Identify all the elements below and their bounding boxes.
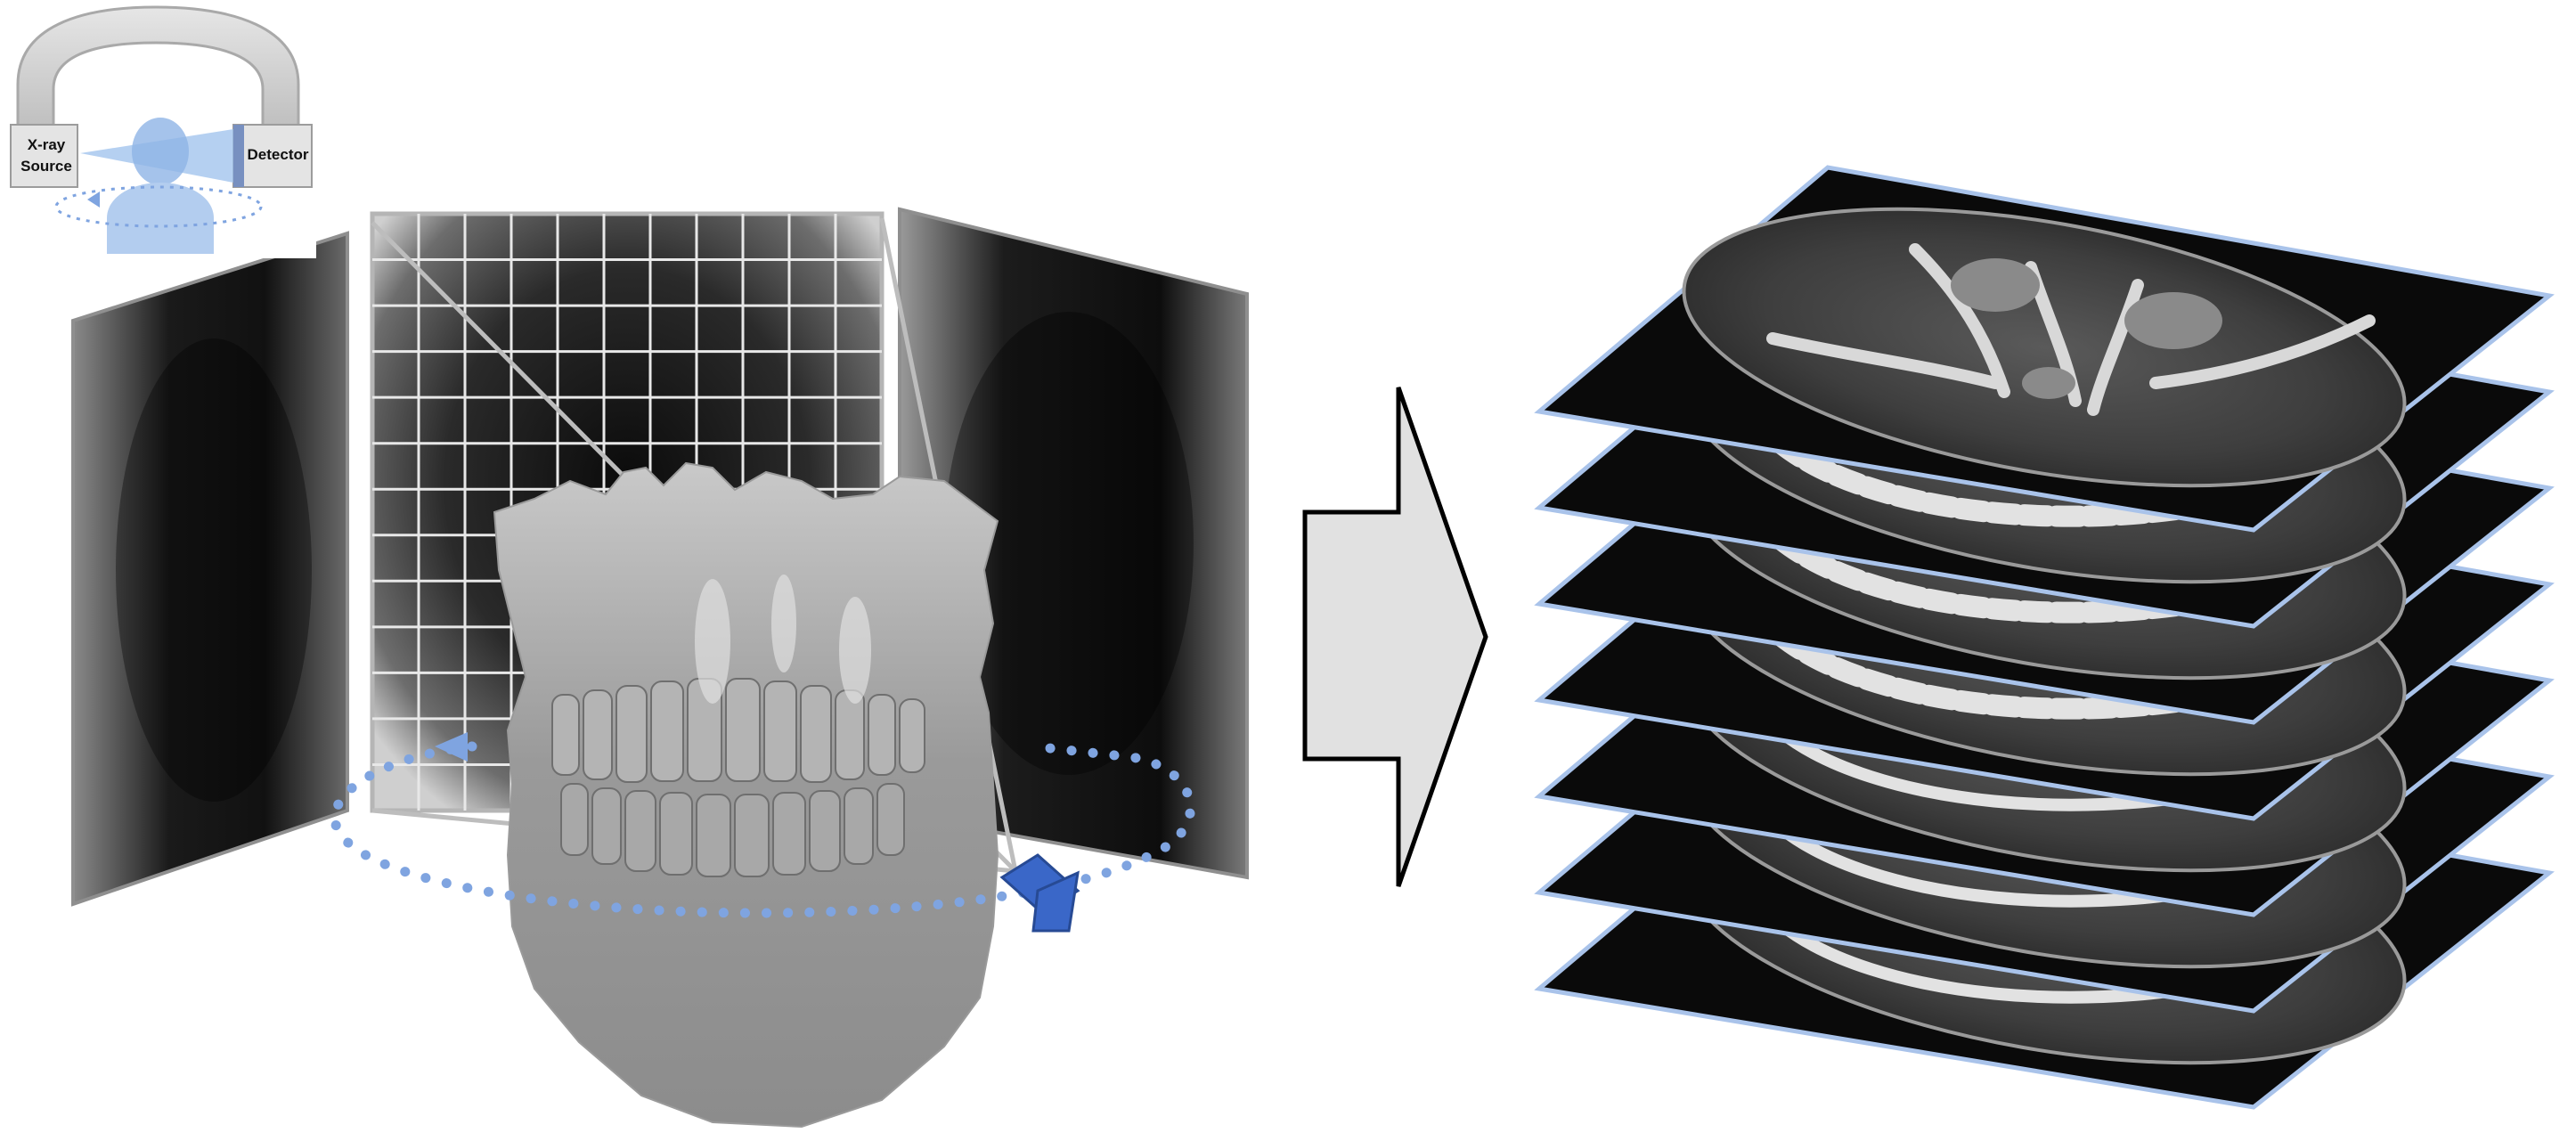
inset-rotation-path [54,185,263,228]
axial-slice [1534,165,2555,533]
slice-cross-section [1682,207,2407,488]
sinus-cavity [2124,292,2222,349]
xray-source-block [10,124,78,188]
jaw-highlights [695,575,871,704]
sinus-cavity [1951,258,2040,312]
jaw-volume-render [493,461,999,1129]
patient-body-icon [107,183,214,254]
orbit-path [330,732,1195,918]
sinus-cavity [2022,367,2075,399]
reconstruction-arrow-icon [1302,387,1488,887]
xray-source-label-line1: X-ray [28,136,66,153]
detector-label: Detector [248,146,309,163]
upper-teeth [551,678,925,783]
inset-rotation-arrow-icon [87,192,100,208]
axial-slice-stack [1534,165,2555,1110]
xray-source-label-line2: Source [20,158,72,175]
bone-structure [1766,243,2376,416]
gantry-inset: X-ray Source Detector [0,0,316,258]
left-projection-panel [71,231,349,907]
xray-source-camera-icon [999,853,1080,933]
patient-head-icon [132,118,189,185]
orbit-direction-arrow-icon [435,732,468,762]
lower-teeth [560,783,905,877]
detector-block [232,124,313,188]
